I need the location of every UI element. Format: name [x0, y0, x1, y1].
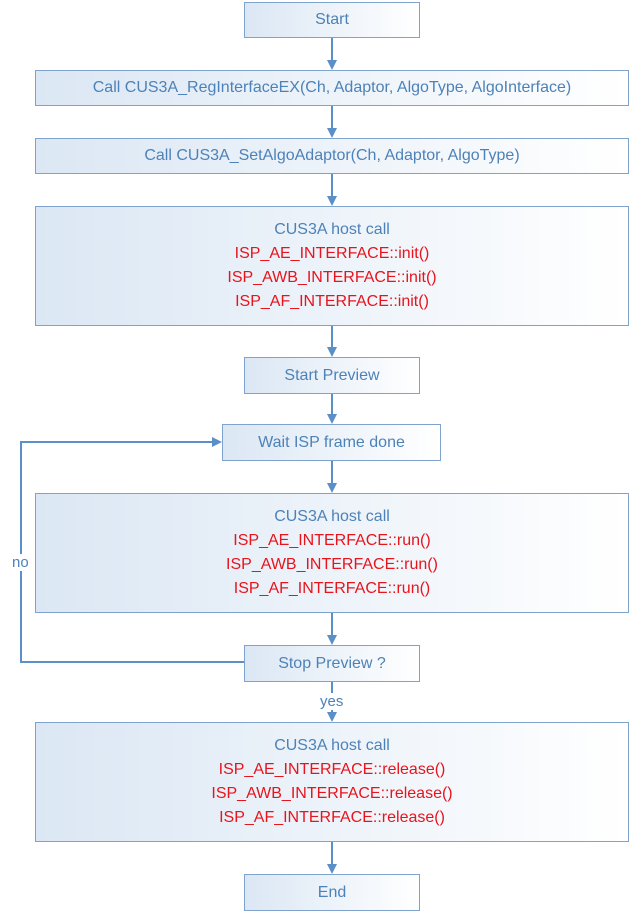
release-awb-call: ISP_AWB_INTERFACE::release()	[211, 785, 453, 802]
start-label: Start	[315, 11, 349, 28]
start-node: Start	[244, 2, 420, 38]
init-awb-call: ISP_AWB_INTERFACE::init()	[227, 269, 437, 286]
release-host-call-node: CUS3A host call ISP_AE_INTERFACE::releas…	[35, 722, 629, 842]
release-header: CUS3A host call	[274, 737, 390, 754]
run-host-call-node: CUS3A host call ISP_AE_INTERFACE::run() …	[35, 493, 629, 613]
set-algo-node: Call CUS3A_SetAlgoAdaptor(Ch, Adaptor, A…	[35, 138, 629, 174]
run-header: CUS3A host call	[274, 508, 390, 525]
arrow-no-loop	[20, 437, 244, 663]
edge-label-yes: yes	[318, 693, 346, 710]
reg-interface-node: Call CUS3A_RegInterfaceEX(Ch, Adaptor, A…	[35, 70, 629, 106]
run-ae-call: ISP_AE_INTERFACE::run()	[233, 532, 431, 549]
start-preview-label: Start Preview	[284, 366, 380, 384]
end-label: End	[317, 883, 347, 901]
init-host-call-node: CUS3A host call ISP_AE_INTERFACE::init()…	[35, 206, 629, 326]
reg-interface-label: Call CUS3A_RegInterfaceEX(Ch, Adaptor, A…	[92, 79, 572, 96]
wait-frame-label: Wait ISP frame done	[258, 433, 405, 451]
init-af-call: ISP_AF_INTERFACE::init()	[235, 293, 429, 310]
release-af-call: ISP_AF_INTERFACE::release()	[219, 809, 445, 826]
init-ae-call: ISP_AE_INTERFACE::init()	[234, 245, 430, 262]
end-node: End	[244, 874, 420, 911]
edge-label-no: no	[11, 554, 30, 571]
run-awb-call: ISP_AWB_INTERFACE::run()	[226, 556, 438, 573]
run-af-call: ISP_AF_INTERFACE::run()	[233, 580, 431, 597]
start-preview-node: Start Preview	[244, 357, 420, 394]
set-algo-label: Call CUS3A_SetAlgoAdaptor(Ch, Adaptor, A…	[144, 147, 520, 164]
stop-preview-label: Stop Preview ?	[278, 654, 386, 672]
wait-frame-node: Wait ISP frame done	[222, 424, 441, 461]
release-ae-call: ISP_AE_INTERFACE::release()	[218, 761, 446, 778]
init-header: CUS3A host call	[274, 221, 390, 238]
stop-preview-decision-node: Stop Preview ?	[244, 645, 420, 682]
